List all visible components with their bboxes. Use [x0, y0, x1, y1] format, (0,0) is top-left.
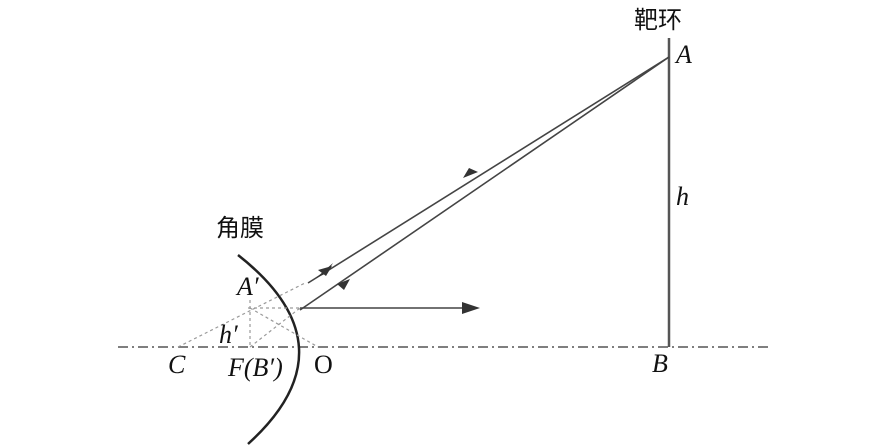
- label-point-B: B: [652, 349, 668, 378]
- arrowhead-reflected-up: [463, 168, 478, 178]
- incident-ray-lower: [299, 56, 670, 311]
- arrowhead-upper-incident: [318, 266, 332, 276]
- label-focus-F: F(B′): [227, 353, 283, 382]
- construction-line-to-O: [249, 307, 319, 348]
- label-target-ring: 靶环: [634, 6, 682, 34]
- label-height-h: h: [676, 182, 689, 211]
- construction-line-diagonal: [249, 307, 301, 348]
- cornea-surface: [237, 254, 301, 445]
- label-cornea: 角膜: [216, 214, 264, 242]
- label-vertex-O: O: [314, 350, 333, 379]
- label-point-A: A: [674, 40, 692, 69]
- arrowhead-lower-incident: [337, 279, 350, 290]
- incident-ray-upper: [307, 56, 670, 284]
- label-image-height: h′: [219, 320, 238, 349]
- arrowhead-horizontal: [462, 302, 480, 314]
- label-point-C: C: [168, 350, 186, 379]
- label-image-A-prime: A′: [235, 272, 259, 301]
